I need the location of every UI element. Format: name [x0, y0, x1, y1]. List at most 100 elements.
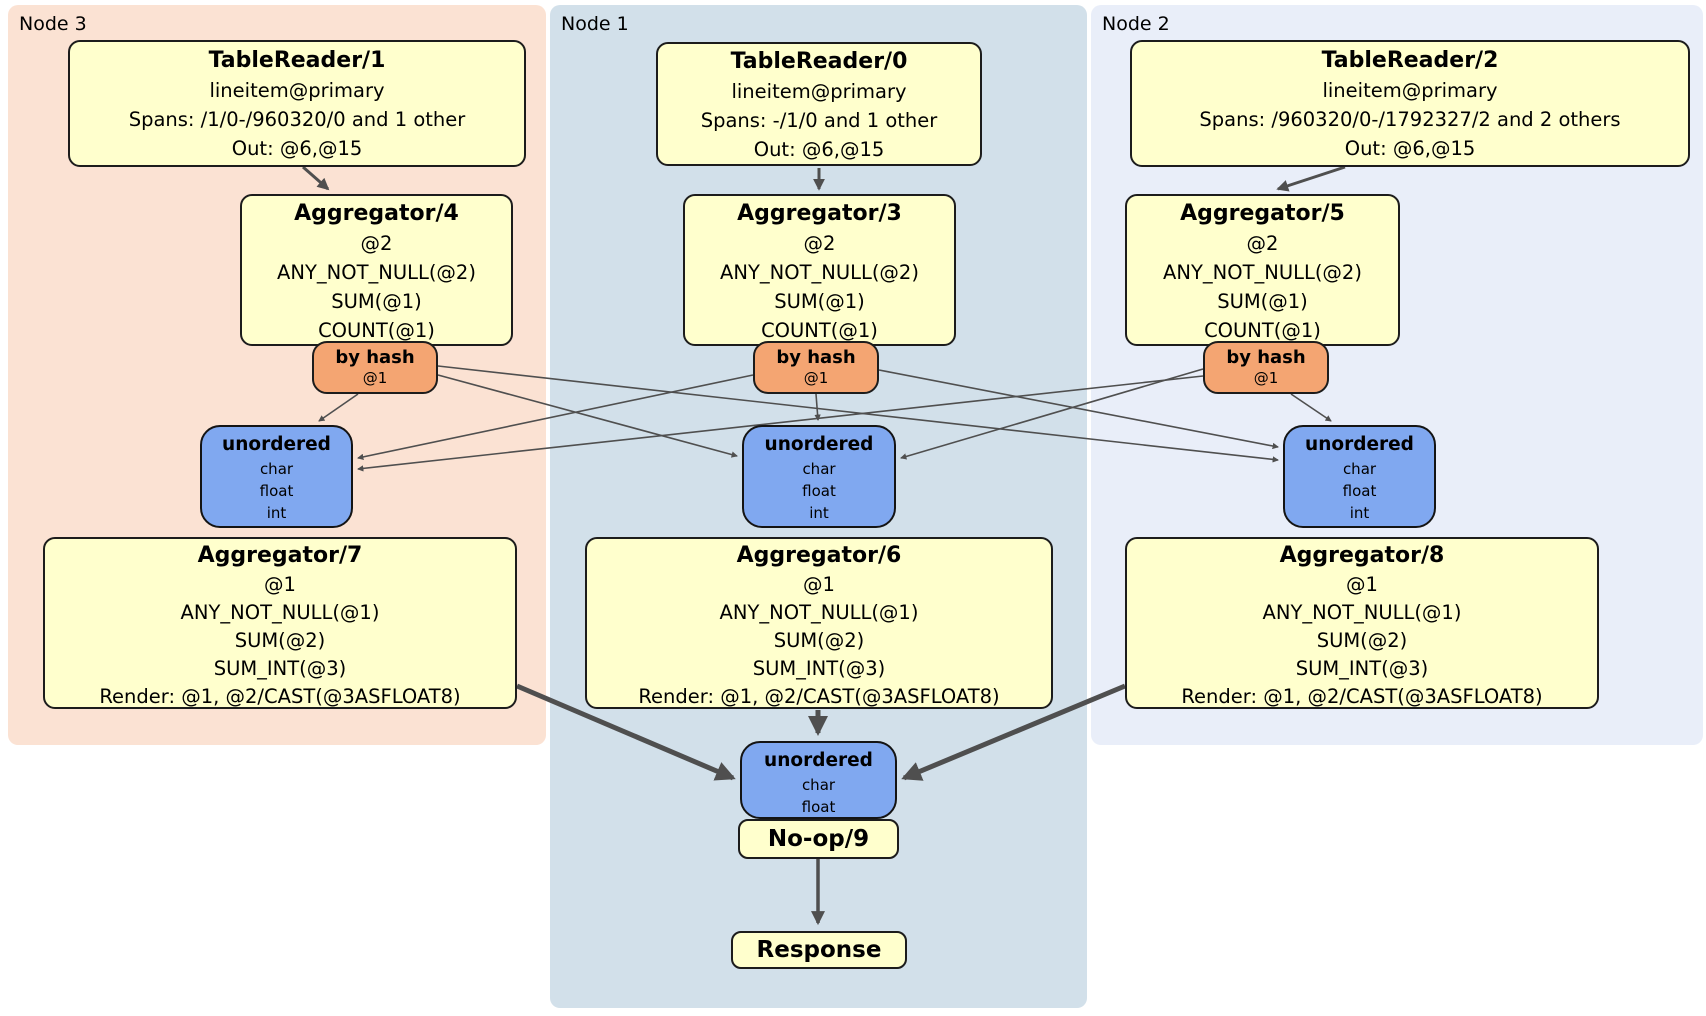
- response-node: Response: [731, 931, 907, 969]
- processor-title: Aggregator/3: [737, 201, 902, 226]
- processor-title: Aggregator/4: [294, 201, 459, 226]
- sync-column: float: [802, 482, 836, 500]
- processor-detail: Render: @1, @2/CAST(@3ASFLOAT8): [99, 685, 461, 708]
- processor-detail: @2: [1246, 232, 1279, 255]
- processor-aggregator-8: Aggregator/8 @1 ANY_NOT_NULL(@1) SUM(@2)…: [1125, 537, 1599, 709]
- edge-router1-sync3: [357, 374, 754, 461]
- processor-title: Aggregator/6: [736, 543, 902, 568]
- processor-title: TableReader/2: [1321, 48, 1499, 73]
- node3-label: Node 3: [19, 13, 87, 35]
- processor-tablereader-0: TableReader/0 lineitem@primary Spans: -/…: [656, 42, 982, 166]
- processor-detail: @1: [803, 573, 835, 596]
- edge-router2-sync2: [1290, 393, 1332, 422]
- processor-detail: @2: [360, 232, 393, 255]
- processor-noop-9: No-op/9: [738, 819, 899, 859]
- processor-detail: SUM(@1): [774, 290, 865, 313]
- sync-title: unordered: [764, 434, 874, 455]
- processor-detail: SUM(@2): [1316, 629, 1408, 652]
- processor-detail: ANY_NOT_NULL(@2): [720, 261, 919, 284]
- processor-title: Response: [756, 937, 882, 963]
- sync-column: char: [802, 460, 836, 478]
- edge-router1-sync2: [878, 369, 1279, 450]
- processor-detail: lineitem@primary: [731, 80, 907, 103]
- processor-detail: lineitem@primary: [209, 79, 385, 102]
- processor-detail: Render: @1, @2/CAST(@3ASFLOAT8): [638, 685, 1000, 708]
- processor-detail: lineitem@primary: [1322, 79, 1498, 102]
- processor-detail: SUM_INT(@3): [752, 657, 886, 680]
- sync-title: unordered: [222, 434, 331, 455]
- processor-aggregator-3: Aggregator/3 @2 ANY_NOT_NULL(@2) SUM(@1)…: [683, 194, 956, 346]
- processor-detail: COUNT(@1): [1204, 319, 1321, 342]
- processor-detail: @2: [803, 232, 836, 255]
- processor-detail: Out: @6,@15: [231, 137, 363, 160]
- processor-aggregator-4: Aggregator/4 @2 ANY_NOT_NULL(@2) SUM(@1)…: [240, 194, 513, 346]
- router-detail: @1: [1253, 369, 1279, 387]
- processor-aggregator-6: Aggregator/6 @1 ANY_NOT_NULL(@1) SUM(@2)…: [585, 537, 1053, 709]
- processor-detail: SUM(@1): [331, 290, 422, 313]
- router-title: by hash: [776, 347, 856, 368]
- node1-label: Node 1: [561, 13, 629, 35]
- processor-detail: Spans: -/1/0 and 1 other: [700, 109, 938, 132]
- sync-column: float: [259, 482, 294, 500]
- edge-router3-sync2: [437, 365, 1279, 463]
- sync-column: int: [809, 504, 829, 522]
- processor-tablereader-1: TableReader/1 lineitem@primary Spans: /1…: [68, 40, 526, 167]
- processor-detail: ANY_NOT_NULL(@2): [1163, 261, 1362, 284]
- processor-detail: SUM(@2): [773, 629, 865, 652]
- processor-detail: Spans: /1/0-/960320/0 and 1 other: [128, 108, 466, 131]
- sync-column: char: [1342, 460, 1377, 478]
- sync-column: float: [801, 798, 836, 816]
- processor-detail: COUNT(@1): [318, 319, 435, 342]
- processor-detail: SUM(@1): [1217, 290, 1308, 313]
- sync-title: unordered: [764, 750, 873, 771]
- sync-title: unordered: [1305, 434, 1414, 455]
- processor-detail: ANY_NOT_NULL(@2): [277, 261, 476, 284]
- sync-column: float: [1342, 482, 1377, 500]
- processor-detail: Out: @6,@15: [1344, 137, 1476, 160]
- edge-router2-sync1: [900, 368, 1204, 460]
- processor-title: TableReader/1: [208, 48, 386, 73]
- processor-detail: SUM_INT(@3): [213, 657, 347, 680]
- processor-detail: Render: @1, @2/CAST(@3ASFLOAT8): [1181, 685, 1543, 708]
- processor-title: TableReader/0: [730, 49, 908, 74]
- processor-detail: SUM_INT(@3): [1295, 657, 1429, 680]
- router-detail: @1: [803, 369, 829, 387]
- sync-column: char: [801, 776, 836, 794]
- processor-detail: ANY_NOT_NULL(@1): [719, 601, 919, 624]
- edge-router1-sync1: [814, 393, 821, 421]
- hash-router-node1: by hash @1: [753, 341, 879, 394]
- edge-router3-sync3: [318, 393, 359, 422]
- edge-router3-sync1: [437, 374, 738, 458]
- processor-detail: @1: [264, 573, 296, 596]
- processor-detail: COUNT(@1): [761, 319, 878, 342]
- processor-aggregator-5: Aggregator/5 @2 ANY_NOT_NULL(@2) SUM(@1)…: [1125, 194, 1400, 346]
- processor-detail: ANY_NOT_NULL(@1): [180, 601, 380, 624]
- unordered-sync-node2: unordered char float int: [1283, 425, 1436, 528]
- router-title: by hash: [335, 347, 415, 368]
- processor-title: Aggregator/7: [197, 543, 363, 568]
- router-detail: @1: [362, 369, 388, 387]
- router-title: by hash: [1226, 347, 1306, 368]
- processor-title: Aggregator/5: [1180, 201, 1345, 226]
- processor-aggregator-7: Aggregator/7 @1 ANY_NOT_NULL(@1) SUM(@2)…: [43, 537, 517, 709]
- edge-tablereader2-aggregator5: [1276, 165, 1346, 192]
- edge-router2-sync3: [357, 375, 1204, 472]
- processor-detail: SUM(@2): [234, 629, 326, 652]
- processor-tablereader-2: TableReader/2 lineitem@primary Spans: /9…: [1130, 40, 1690, 167]
- processor-detail: ANY_NOT_NULL(@1): [1262, 601, 1462, 624]
- sync-column: int: [266, 504, 287, 522]
- sync-column: char: [259, 460, 294, 478]
- processor-detail: Out: @6,@15: [753, 138, 885, 161]
- processor-detail: Spans: /960320/0-/1792327/2 and 2 others: [1199, 108, 1621, 131]
- unordered-sync-node3: unordered char float int: [200, 425, 353, 528]
- node2-label: Node 2: [1102, 13, 1170, 35]
- unordered-sync-final: unordered char float: [740, 741, 897, 819]
- edge-tablereader1-aggregator4: [302, 165, 330, 191]
- edge-aggregator8-syncout: [901, 683, 1126, 781]
- sync-column: int: [1349, 504, 1370, 522]
- processor-title: Aggregator/8: [1279, 543, 1445, 568]
- unordered-sync-node1: unordered char float int: [742, 425, 896, 528]
- hash-router-node3: by hash @1: [312, 341, 438, 394]
